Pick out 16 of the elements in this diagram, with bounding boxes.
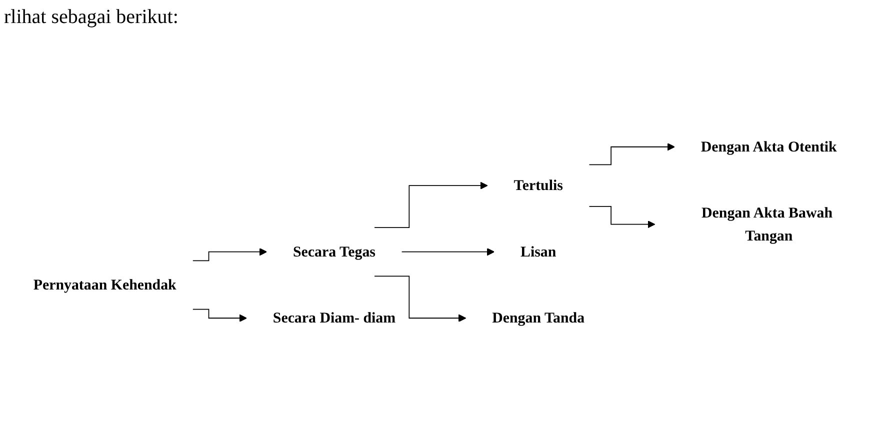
arrow (192, 308, 247, 322)
node-text: Dengan Tanda (492, 310, 585, 326)
intro-text: rlihat sebagai berikut: (4, 6, 178, 29)
node-text: Secara Diam- diam (272, 310, 396, 326)
node-text: Dengan Akta Bawah Tangan (702, 204, 833, 244)
arrow (192, 248, 267, 262)
node-text: Lisan (520, 243, 556, 260)
node-text: Tertulis (514, 177, 563, 194)
arrow (374, 182, 488, 228)
node-text: Dengan Akta Otentik (700, 138, 837, 155)
arrow (588, 206, 656, 228)
arrow (374, 276, 466, 322)
arrow (588, 143, 675, 166)
node-text: Secara Tegas (292, 243, 376, 260)
node-text: Pernyataan Kehendak (33, 276, 176, 294)
arrow (401, 248, 495, 256)
